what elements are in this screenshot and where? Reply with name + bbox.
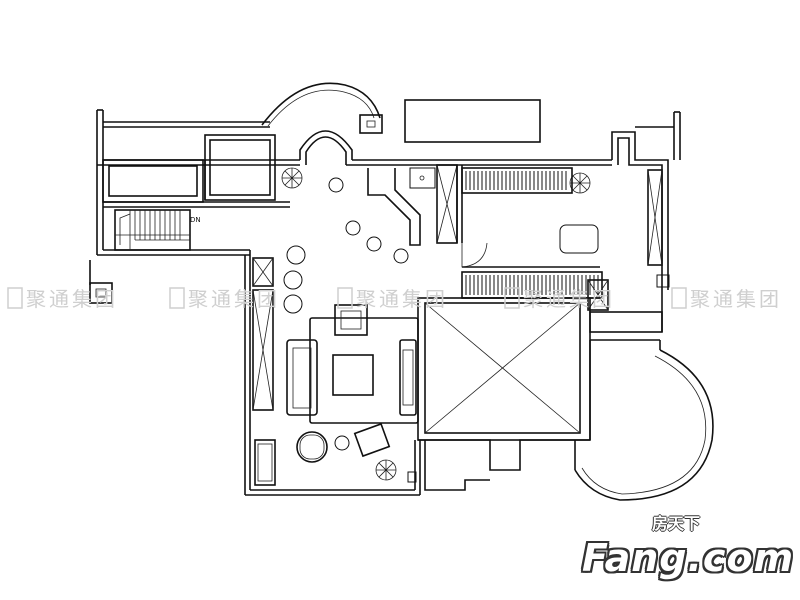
watermark-text: 聚通集团 (26, 287, 118, 311)
watermark-text: 聚通集团 (690, 287, 782, 311)
logo-small-text: 房天下 (652, 514, 701, 533)
left-upper-rooms (102, 134, 290, 208)
living-furniture (283, 245, 419, 483)
right-terrace (635, 111, 681, 160)
watermark-mark (337, 287, 353, 309)
plant-icon (281, 167, 303, 189)
stair-dn-label: DN (190, 216, 201, 224)
left-terrace (96, 109, 270, 165)
top-balcony (261, 82, 381, 127)
closet-hatch-upper (465, 171, 567, 190)
left-outside-box (89, 282, 113, 304)
watermark-text: 聚通集团 (523, 287, 615, 311)
open-void (417, 297, 591, 491)
watermark-mark (7, 287, 23, 309)
left-cabinets (252, 257, 276, 486)
fang-logo: 房天下 Fang.com (582, 510, 793, 580)
staircase: DN (114, 209, 201, 251)
watermark-text: 聚通集团 (188, 287, 280, 311)
bar-counter (328, 164, 458, 264)
watermark-text: 聚通集团 (356, 287, 448, 311)
door-swing (461, 242, 488, 268)
small-box-top (359, 114, 383, 134)
watermark-mark (504, 287, 520, 309)
watermark-row: 聚通集团 聚通集团 聚通集团 聚通集团 聚通集团 (7, 287, 782, 311)
logo-brand-text: Fang.com (582, 536, 795, 580)
watermark-mark (671, 287, 687, 309)
round-balcony (574, 339, 714, 501)
watermark-mark (169, 287, 185, 309)
plant-icon (375, 459, 397, 481)
closet-hatch-lower (465, 275, 599, 295)
plant-icon (569, 172, 591, 194)
top-terrace-block (404, 99, 541, 143)
right-room (456, 165, 670, 333)
